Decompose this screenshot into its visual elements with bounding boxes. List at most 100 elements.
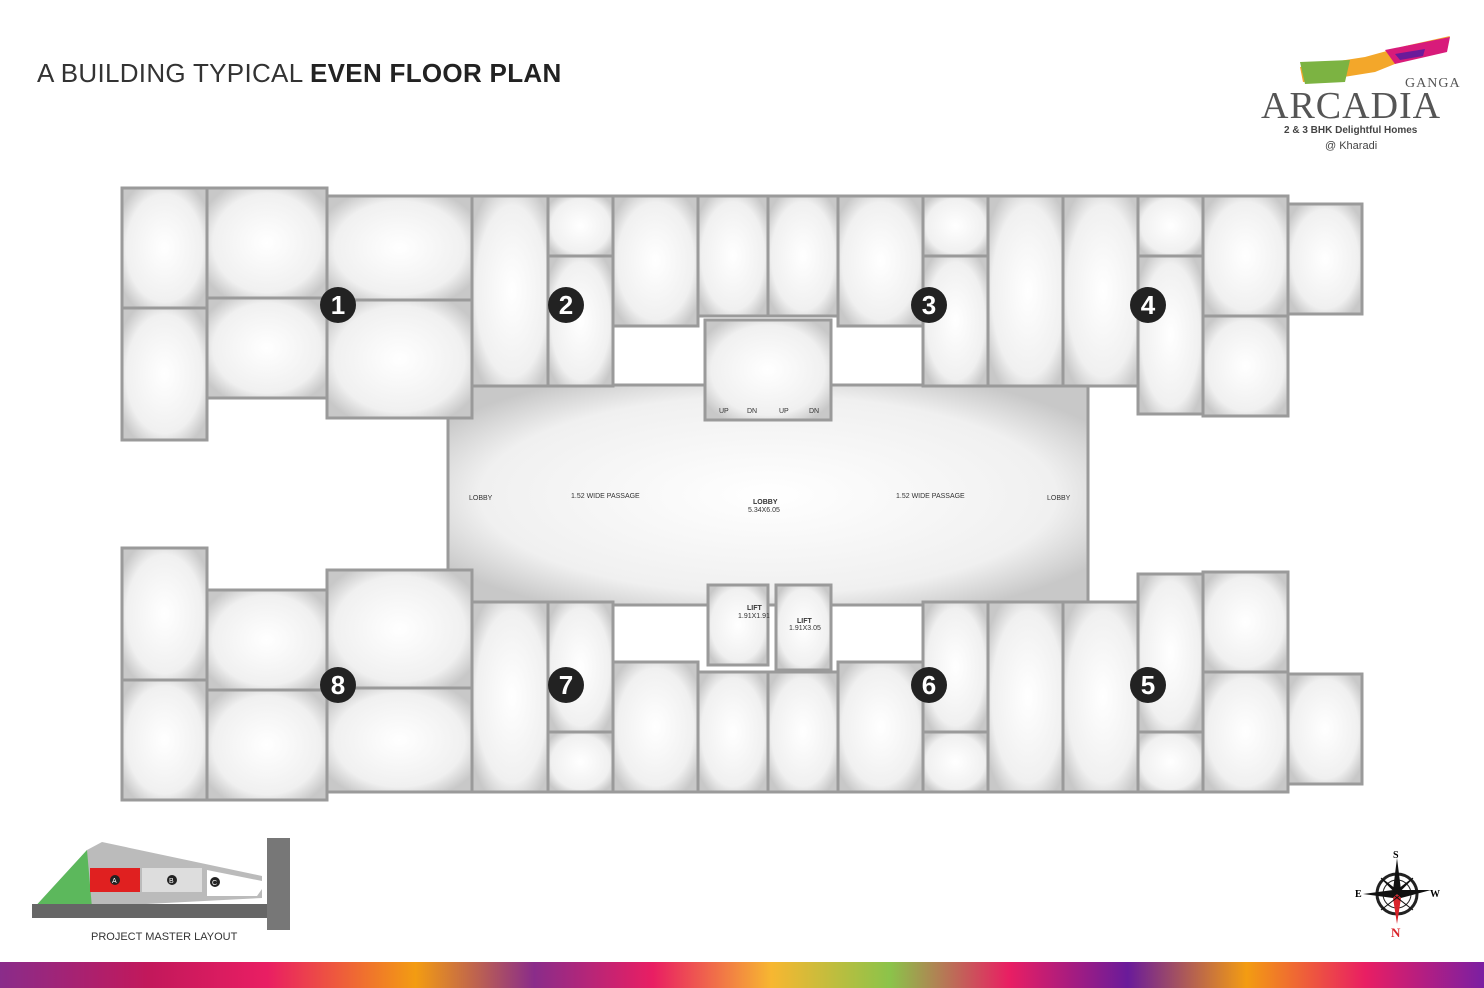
room (470, 194, 554, 388)
logo-tagline: 2 & 3 BHK Delightful Homes (1284, 125, 1418, 136)
central-lobby (446, 383, 1090, 607)
room (325, 568, 474, 690)
unit-marker-4: 4 (1130, 287, 1166, 323)
room (1136, 730, 1205, 794)
room (921, 600, 990, 734)
room (1136, 194, 1205, 258)
master-layout-caption: PROJECT MASTER LAYOUT (91, 931, 238, 943)
room (325, 194, 474, 302)
logo-arcadia: ARCADIA (1261, 85, 1442, 127)
room (325, 298, 474, 420)
room (546, 254, 615, 388)
block-c-label: C (212, 880, 217, 887)
room (205, 588, 329, 692)
lift-2 (774, 583, 833, 672)
room (1061, 194, 1145, 388)
stair-up-label: UP (779, 408, 789, 415)
unit-number: 2 (559, 290, 573, 320)
room (696, 670, 770, 794)
lift2-dim: 1.91X3.05 (789, 625, 821, 632)
lobby-right-label: LOBBY (1047, 495, 1071, 502)
unit-markers: 1 2 3 4 5 6 7 8 (320, 287, 1166, 703)
lift1-dim: 1.91X1.91 (738, 613, 770, 620)
decorative-color-band (0, 962, 1484, 988)
unit-number: 3 (922, 290, 936, 320)
unit-number: 1 (331, 290, 345, 320)
room (1286, 202, 1364, 316)
room (921, 730, 990, 794)
ganga-arcadia-logo: GANGA ARCADIA 2 & 3 BHK Delightful Homes… (1255, 32, 1470, 157)
corridor-labels: LOBBY 1.52 WIDE PASSAGE LOBBY 5.34X6.05 … (469, 408, 1071, 632)
room (1201, 194, 1290, 318)
room (1201, 570, 1290, 674)
room (120, 546, 209, 682)
lift1-label: LIFT (747, 605, 762, 612)
room (120, 678, 209, 802)
unit-marker-5: 5 (1130, 667, 1166, 703)
unit-number: 5 (1141, 670, 1155, 700)
brush-stroke-icon (1300, 36, 1450, 84)
unit-number: 6 (922, 670, 936, 700)
room (1286, 672, 1364, 786)
room (836, 194, 925, 328)
room (205, 688, 329, 802)
room (205, 296, 329, 400)
compass-n: N (1391, 925, 1401, 940)
room (696, 194, 770, 318)
staircase (703, 318, 833, 422)
room (921, 194, 990, 258)
room (205, 186, 329, 300)
unit-marker-8: 8 (320, 667, 356, 703)
lobby-center-dim: 5.34X6.05 (748, 507, 780, 514)
stair-down-label: DN (809, 408, 819, 415)
lift2-label: LIFT (797, 618, 812, 625)
room (766, 670, 840, 794)
compass-e: E (1355, 889, 1362, 900)
room (611, 194, 700, 328)
room (836, 660, 925, 794)
room (325, 686, 474, 794)
block-b-label: B (169, 878, 174, 885)
unit-marker-7: 7 (548, 667, 584, 703)
title-prefix: A BUILDING TYPICAL (37, 58, 311, 88)
rooms (120, 186, 1364, 802)
room (546, 194, 615, 258)
stair-down-label: DN (747, 408, 757, 415)
logo-ganga: GANGA (1405, 76, 1461, 91)
lobby-center-label: LOBBY (753, 499, 778, 506)
room (546, 600, 615, 734)
unit-number: 7 (559, 670, 573, 700)
unit-marker-1: 1 (320, 287, 356, 323)
room (1136, 572, 1205, 734)
logo-location: @ Kharadi (1325, 140, 1378, 152)
room (120, 306, 209, 442)
page-title: A BUILDING TYPICAL EVEN FLOOR PLAN (37, 58, 562, 89)
room (1201, 670, 1290, 794)
passage-left-label: 1.52 WIDE PASSAGE (571, 493, 640, 500)
floor-plan: LOBBY 1.52 WIDE PASSAGE LOBBY 5.34X6.05 … (120, 186, 1364, 802)
lobby-left-label: LOBBY (469, 495, 493, 502)
unit-number: 4 (1141, 290, 1156, 320)
room (1136, 254, 1205, 416)
room (546, 730, 615, 794)
room (986, 194, 1070, 388)
unit-marker-6: 6 (911, 667, 947, 703)
compass-s: S (1393, 850, 1399, 861)
room (120, 186, 209, 310)
unit-marker-2: 2 (548, 287, 584, 323)
unit-marker-3: 3 (911, 287, 947, 323)
title-bold: EVEN FLOOR PLAN (310, 58, 562, 88)
stair-up-label: UP (719, 408, 729, 415)
room (766, 194, 840, 318)
block-a-label: A (112, 878, 117, 885)
room (1201, 314, 1290, 418)
project-master-layout-map: A B C (32, 838, 290, 930)
unit-number: 8 (331, 670, 345, 700)
compass-rose-icon: S E W N (1353, 848, 1443, 940)
lift-1 (706, 583, 770, 667)
room (1061, 600, 1145, 794)
passage-right-label: 1.52 WIDE PASSAGE (896, 493, 965, 500)
room (986, 600, 1070, 794)
room (611, 660, 700, 794)
room (470, 600, 554, 794)
